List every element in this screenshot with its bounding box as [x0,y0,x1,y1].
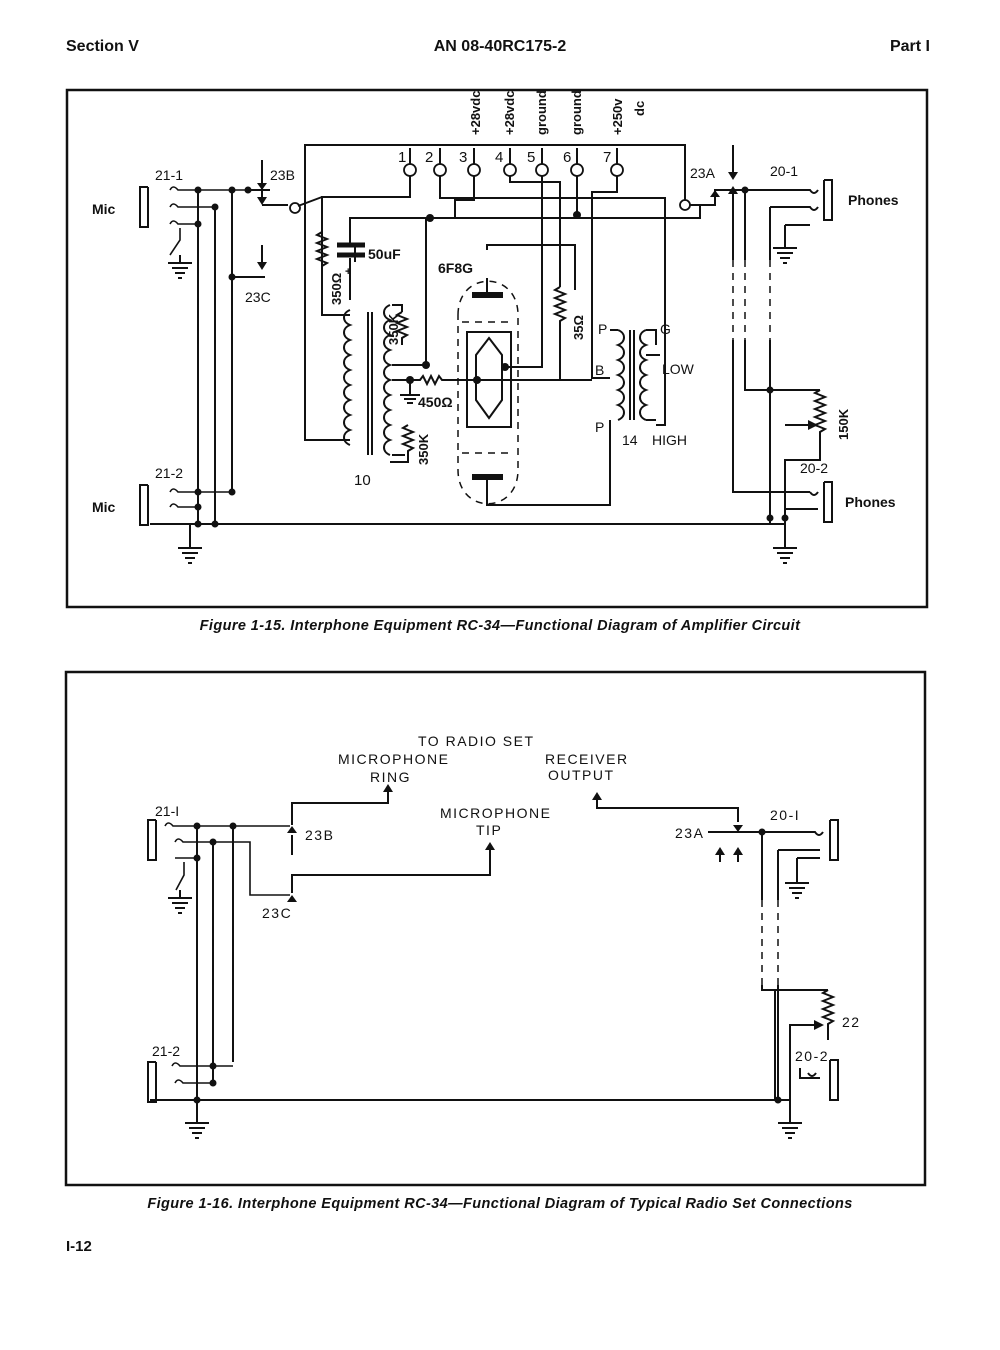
terminal-number-4: 4 [495,149,503,166]
fig2-pot-label: 22 [842,1014,861,1030]
part-header: Part I [889,38,930,55]
figure-1-16: TO RADIO SET MICROPHONE RING RECEIVER OU… [64,670,927,1187]
ground-icon [784,874,810,899]
ground-icon [772,239,798,264]
to-radio-set-label: TO RADIO SET [418,733,535,749]
phones-jack-20-2 [823,481,833,523]
terminal-number-5: 5 [527,149,535,166]
figure2-frame [64,670,927,1187]
terminal-number-6: 6 [563,149,571,166]
switch-23c-label: 23C [245,289,271,305]
mic-top-label: Mic [92,201,116,217]
fig2-jack-20-2-label: 20-2 [795,1048,829,1064]
terminal-number-2: 2 [425,149,433,166]
tap-b: B [595,362,604,378]
fig2-switch-23c-label: 23C [262,905,292,921]
fig2-jack-21-2-label: 21-2 [152,1043,180,1059]
resistor-35-ohm-label: 35Ω [571,315,586,340]
figure-1-15-caption: Figure 1-15. Interphone Equipment RC-34—… [199,618,801,634]
mic-ring-label-1: MICROPHONE [338,751,449,767]
terminal-label-7: +250v [610,98,625,135]
figure-1-15: +28vdc +28vdc ground ground +250v dc 1 2… [65,88,929,609]
fig2-mic-jack-21-2 [147,1061,157,1103]
resistor-350k-bottom-label: 350K [416,433,431,465]
terminal-number-7: 7 [603,149,611,166]
terminal-number-3: 3 [459,149,467,166]
mic-jack-21-2 [139,484,149,526]
terminal-label-dc: dc [632,101,647,116]
output-transformer-label: 14 [622,432,638,448]
potentiometer-150k-label: 150K [836,408,851,440]
fig2-jack-20-1-label: 20-I [770,807,800,823]
ground-icon [777,1114,803,1139]
tap-low: LOW [662,361,695,377]
phones-top-label: Phones [848,192,899,208]
capacitor-50uf: + [337,242,365,300]
figure1-frame [65,88,929,609]
jack-21-2-label: 21-2 [155,465,183,481]
capacitor-label: 50uF [368,246,401,262]
ground-icon [167,254,193,279]
receiver-label-1: RECEIVER [545,751,629,767]
fig2-potentiometer-22 [820,989,836,1040]
mic-bottom-label: Mic [92,499,116,515]
potentiometer-150k [784,389,828,524]
terminal-label-4: +28vdc [502,91,517,135]
jack-20-1-label: 20-1 [770,163,798,179]
phones-bottom-label: Phones [845,494,896,510]
terminal-label-3: +28vdc [468,91,483,135]
fig2-phones-jack-20-1 [829,819,839,861]
input-transformer-10 [343,304,405,456]
ground-icon [184,1114,210,1139]
terminal-label-5: ground [534,90,549,135]
mic-ring-label-2: RING [370,769,411,785]
svg-text:+: + [345,266,351,278]
fig2-switch-23a-label: 23A [675,825,704,841]
fig2-mic-jack-21-1 [147,819,157,861]
phones-jack-20-1 [823,179,833,221]
tap-p-top: P [598,321,607,337]
document-number: AN 08-40RC175-2 [433,38,567,55]
tube-label: 6F8G [438,260,473,276]
output-transformer-14 [486,329,660,506]
section-header: Section V [66,38,139,55]
fig2-phones-jack-20-2 [829,1059,839,1101]
terminal-label-6: ground [569,90,584,135]
tap-high: HIGH [652,432,687,448]
tap-p-bottom: P [595,419,604,435]
resistor-350-ohm-label: 350Ω [329,273,344,305]
mic-tip-label-2: TIP [476,822,502,838]
resistor-350k-bottom [390,424,416,463]
resistor-350k-top [394,311,410,345]
input-transformer-label: 10 [354,472,371,489]
resistor-35-ohm [552,286,568,380]
jack-20-2-label: 20-2 [800,460,828,476]
receiver-label-2: OUTPUT [548,767,615,783]
fig2-jack-21-1-label: 21-I [155,803,179,819]
ground-icon [167,889,193,914]
fig2-switch-23b-label: 23B [305,827,334,843]
resistor-350k-top-label: 350K [386,313,401,345]
switch-23a-label: 23A [690,165,716,181]
mic-tip-label-1: MICROPHONE [440,805,551,821]
ground-icon [177,539,203,564]
resistor-450-ohm-label: 450Ω [418,394,453,410]
figure-1-16-caption: Figure 1-16. Interphone Equipment RC-34—… [147,1196,853,1212]
switch-23b-label: 23B [270,167,295,183]
ground-icon [772,539,798,564]
tube-6f8g [457,244,592,505]
tap-g: G [660,321,671,337]
terminal-number-1: 1 [398,149,406,166]
resistor-350-ohm [314,225,330,300]
page-number: I-12 [66,1238,92,1255]
mic-jack-21-1 [139,186,149,228]
jack-21-1-label: 21-1 [155,167,183,183]
